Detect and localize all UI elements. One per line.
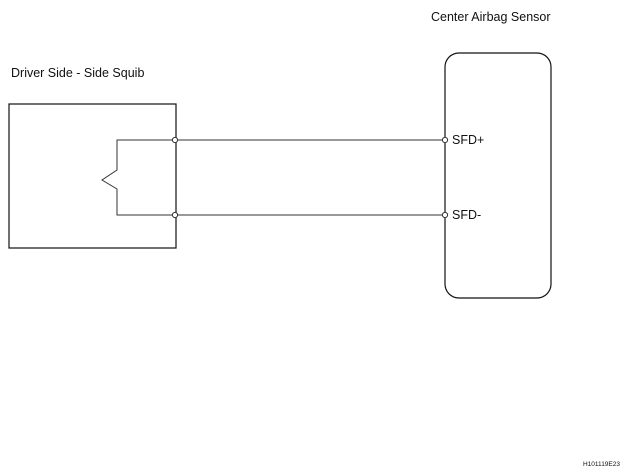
squib-terminal-plus xyxy=(171,136,179,144)
terminal-label-sfd-minus: SFD- xyxy=(452,208,481,222)
squib-title: Driver Side - Side Squib xyxy=(11,66,144,80)
squib-terminal-minus xyxy=(171,211,179,219)
figure-code: H101119E23 xyxy=(583,461,620,468)
sensor-box xyxy=(444,52,552,299)
squib-box xyxy=(8,103,177,249)
sensor-terminal-sfd-minus xyxy=(441,211,449,219)
squib-element xyxy=(101,139,175,216)
sensor-terminal-sfd-plus xyxy=(441,136,449,144)
sensor-title: Center Airbag Sensor xyxy=(431,10,551,24)
terminal-label-sfd-plus: SFD+ xyxy=(452,133,484,147)
